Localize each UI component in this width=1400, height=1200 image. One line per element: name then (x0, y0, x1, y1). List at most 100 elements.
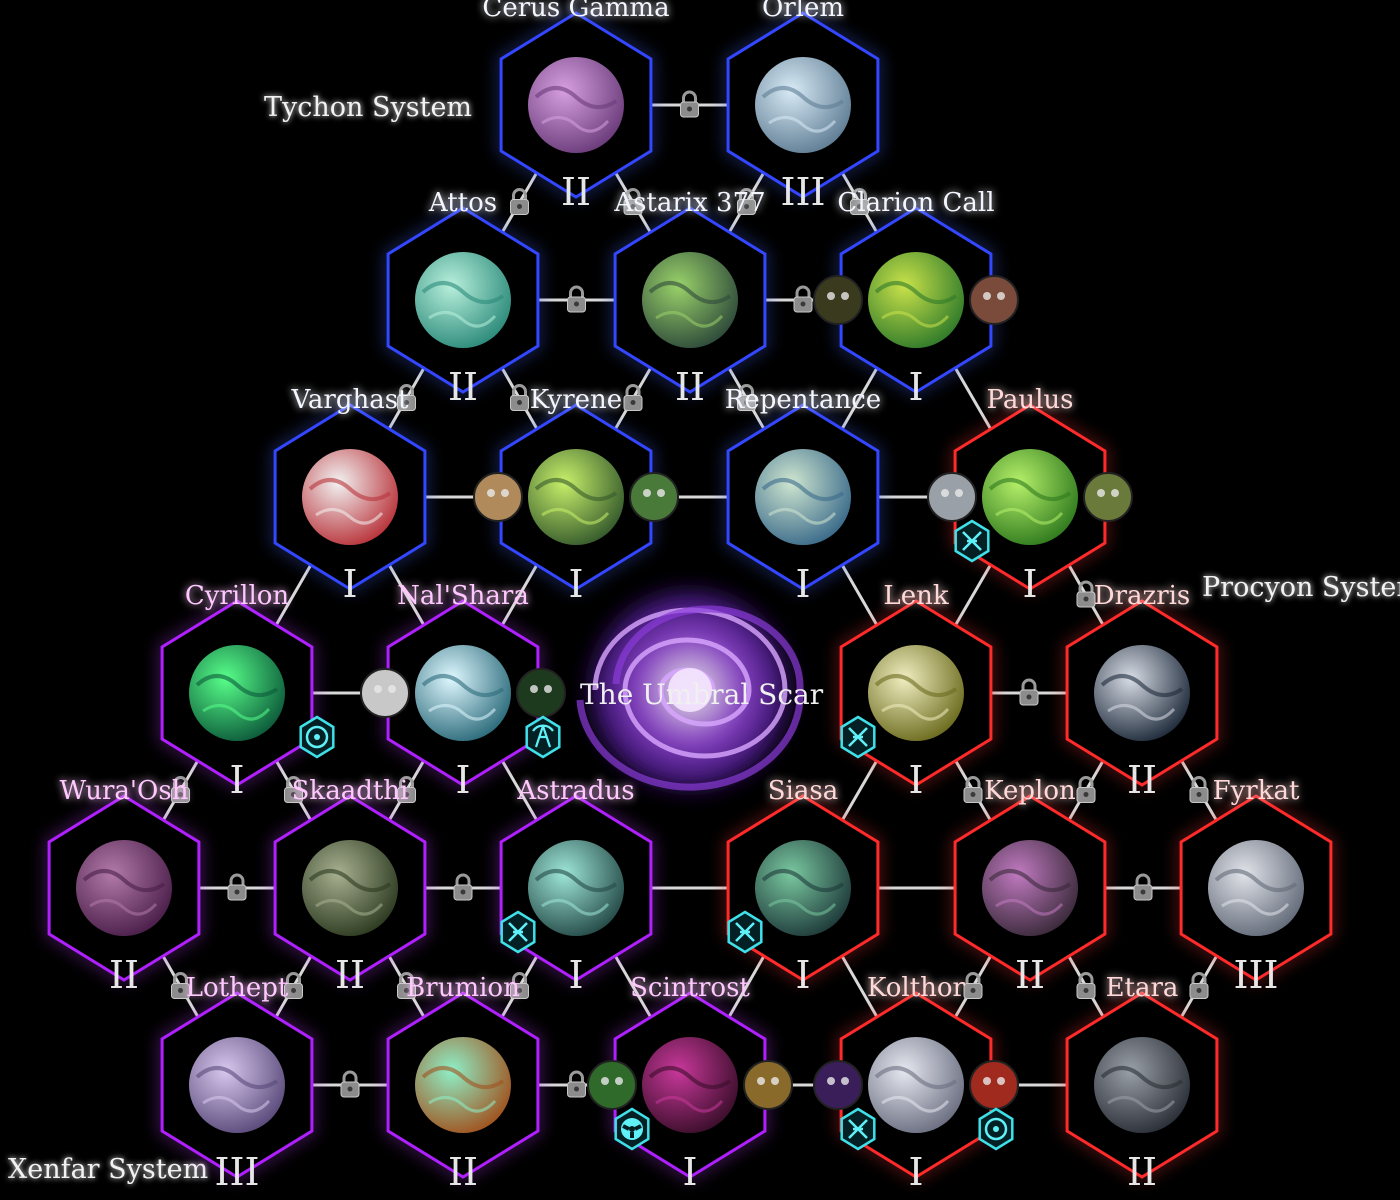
tier-badge-etara: II (1127, 1150, 1157, 1194)
blood-bowl-icon[interactable] (743, 1060, 793, 1110)
planet-name-lenk: Lenk (883, 581, 948, 611)
planet-name-paulus: Paulus (987, 385, 1074, 415)
relay-tower-icon[interactable] (525, 715, 561, 759)
dna-icon[interactable] (727, 910, 763, 954)
lock-icon (510, 972, 529, 999)
lock-icon (453, 873, 473, 901)
necron-skull-icon[interactable] (360, 668, 410, 718)
tier-badge-repentance: I (795, 562, 810, 606)
lock-icon (1019, 678, 1039, 706)
space-wolf-icon[interactable] (969, 275, 1019, 325)
tier-badge-drazris: II (1127, 758, 1157, 802)
tier-badge-clarion-call: I (908, 365, 923, 409)
planet-name-drazris: Drazris (1094, 581, 1191, 611)
planet-name-clarion-call: Clarion Call (837, 188, 994, 218)
tier-badge-paulus: I (1022, 562, 1037, 606)
lock-icon (397, 972, 416, 999)
lock-icon (793, 285, 813, 313)
tier-badge-cerus-gamma: II (561, 170, 591, 214)
planet-sphere-astarix-377 (642, 252, 738, 348)
planet-name-skaadthi: Skaadthi (292, 776, 409, 806)
system-label-procyon: Procyon System (1202, 572, 1400, 603)
tyranid-icon[interactable] (473, 472, 523, 522)
planet-sphere-etara (1094, 1037, 1190, 1133)
tier-badge-varghast: I (342, 562, 357, 606)
planet-name-orlem: Orlem (762, 0, 844, 23)
system-label-xenfar: Xenfar System (8, 1154, 209, 1185)
planet-name-kolthor: Kolthor (867, 973, 966, 1003)
planet-name-scintrost: Scintrost (630, 973, 750, 1003)
tier-badge-lenk: I (908, 758, 923, 802)
lock-icon (963, 972, 983, 999)
lock-icon (397, 776, 416, 803)
ork-vehicle-icon[interactable] (1083, 472, 1133, 522)
dna-icon[interactable] (500, 910, 536, 954)
lock-icon (567, 285, 586, 313)
dark-angel-icon[interactable] (516, 668, 566, 718)
guardsman-icon[interactable] (629, 472, 679, 522)
dna-icon[interactable] (840, 715, 876, 759)
dna-icon[interactable] (840, 1107, 876, 1151)
planet-sphere-nal-shara (415, 645, 511, 741)
lock-icon (510, 384, 529, 411)
umbral-scar[interactable]: The Umbral Scar (572, 572, 824, 808)
ork-warboss-icon[interactable] (813, 275, 863, 325)
lock-icon (680, 90, 699, 118)
planet-sphere-repentance (755, 449, 851, 545)
lock-icon (567, 1070, 586, 1098)
tier-badge-keplon: II (1015, 953, 1045, 997)
tier-badge-scintrost: I (682, 1150, 697, 1194)
ork-boy-icon[interactable] (587, 1060, 637, 1110)
tier-badge-brumion: II (448, 1150, 478, 1194)
planet-sphere-fyrkat (1208, 840, 1304, 936)
target-icon[interactable] (299, 715, 335, 759)
tier-badge-astradus: I (568, 953, 583, 997)
blood-angel-icon[interactable] (969, 1060, 1019, 1110)
dna-icon[interactable] (954, 519, 990, 563)
planet-sphere-siasa (755, 840, 851, 936)
radiation-icon[interactable] (614, 1107, 650, 1151)
planet-name-wura-osh: Wura'Osh (60, 776, 189, 806)
lock-icon (623, 384, 643, 411)
planet-sphere-scintrost (642, 1037, 738, 1133)
planet-sphere-astradus (528, 840, 624, 936)
tier-badge-attos: II (448, 365, 478, 409)
lock-icon (171, 972, 190, 999)
target-icon[interactable] (978, 1107, 1014, 1151)
marine-helmet-icon[interactable] (927, 472, 977, 522)
drukhari-icon[interactable] (813, 1060, 863, 1110)
planet-sphere-keplon (982, 840, 1078, 936)
tier-badge-fyrkat: III (1233, 953, 1278, 997)
planet-sphere-lothept (189, 1037, 285, 1133)
planet-name-cyrillon: Cyrillon (185, 581, 290, 611)
planet-name-siasa: Siasa (768, 776, 838, 806)
lock-icon (1076, 580, 1096, 608)
planet-name-brumion: Brumion (406, 973, 520, 1003)
